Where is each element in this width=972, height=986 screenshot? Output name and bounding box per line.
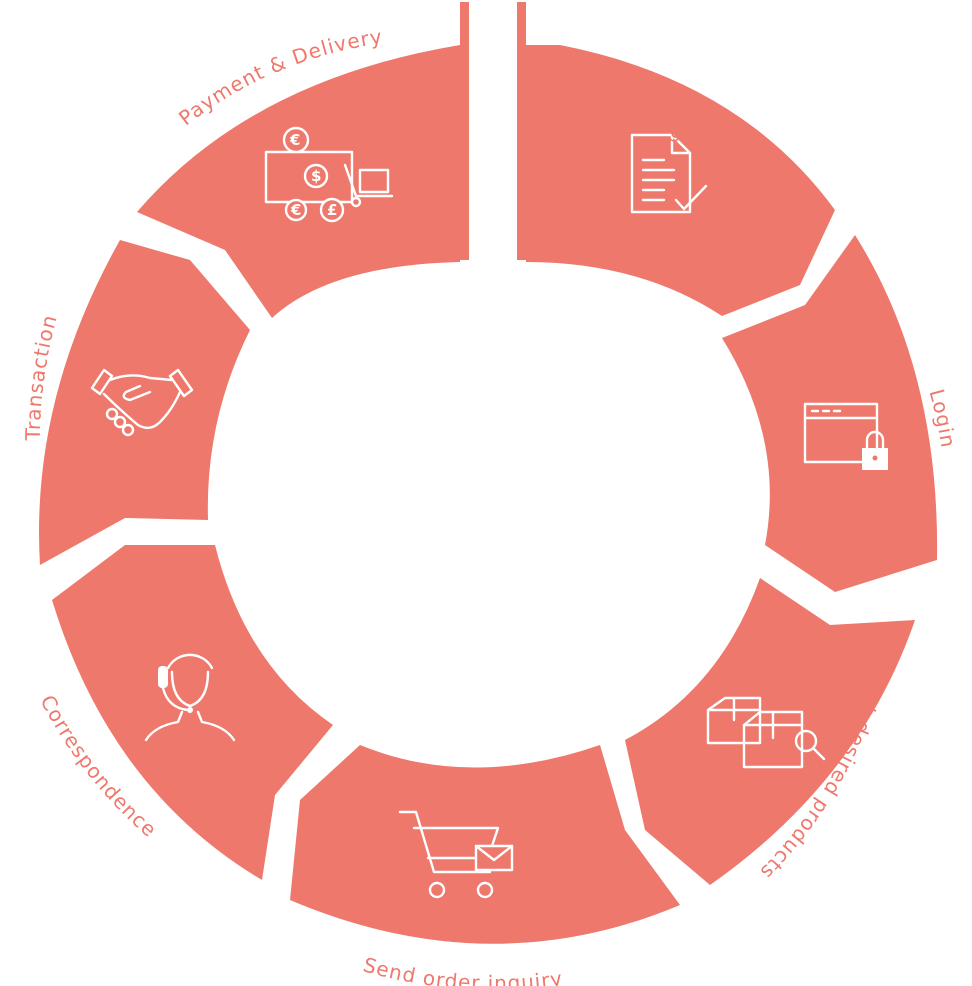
pound-symbol: £ xyxy=(327,201,337,219)
money-delivery-icon: € $ £ € xyxy=(264,126,394,223)
dollar-symbol: $ xyxy=(311,167,321,185)
boxes-search-icon xyxy=(706,696,826,769)
document-check-icon xyxy=(630,133,708,214)
cart-mail-icon xyxy=(398,810,514,899)
top-divider xyxy=(460,2,526,260)
segment-correspondence[interactable] xyxy=(52,545,333,880)
segment-payment-delivery[interactable] xyxy=(137,45,460,318)
headset-person-icon xyxy=(144,653,236,742)
browser-lock-icon xyxy=(803,402,888,470)
segment-send-order-inquiry[interactable] xyxy=(290,745,680,944)
label-login: Login xyxy=(925,386,961,449)
handshake-icon xyxy=(90,368,194,437)
segment-select-products[interactable] xyxy=(625,578,915,885)
euro-symbol-a: € xyxy=(289,131,300,149)
label-send-order-inquiry: Send order inquiry xyxy=(361,952,565,986)
euro-symbol-b: € xyxy=(290,201,301,219)
segment-register[interactable] xyxy=(526,45,835,316)
segment-transaction[interactable] xyxy=(39,240,250,565)
segment-login[interactable] xyxy=(722,235,938,592)
